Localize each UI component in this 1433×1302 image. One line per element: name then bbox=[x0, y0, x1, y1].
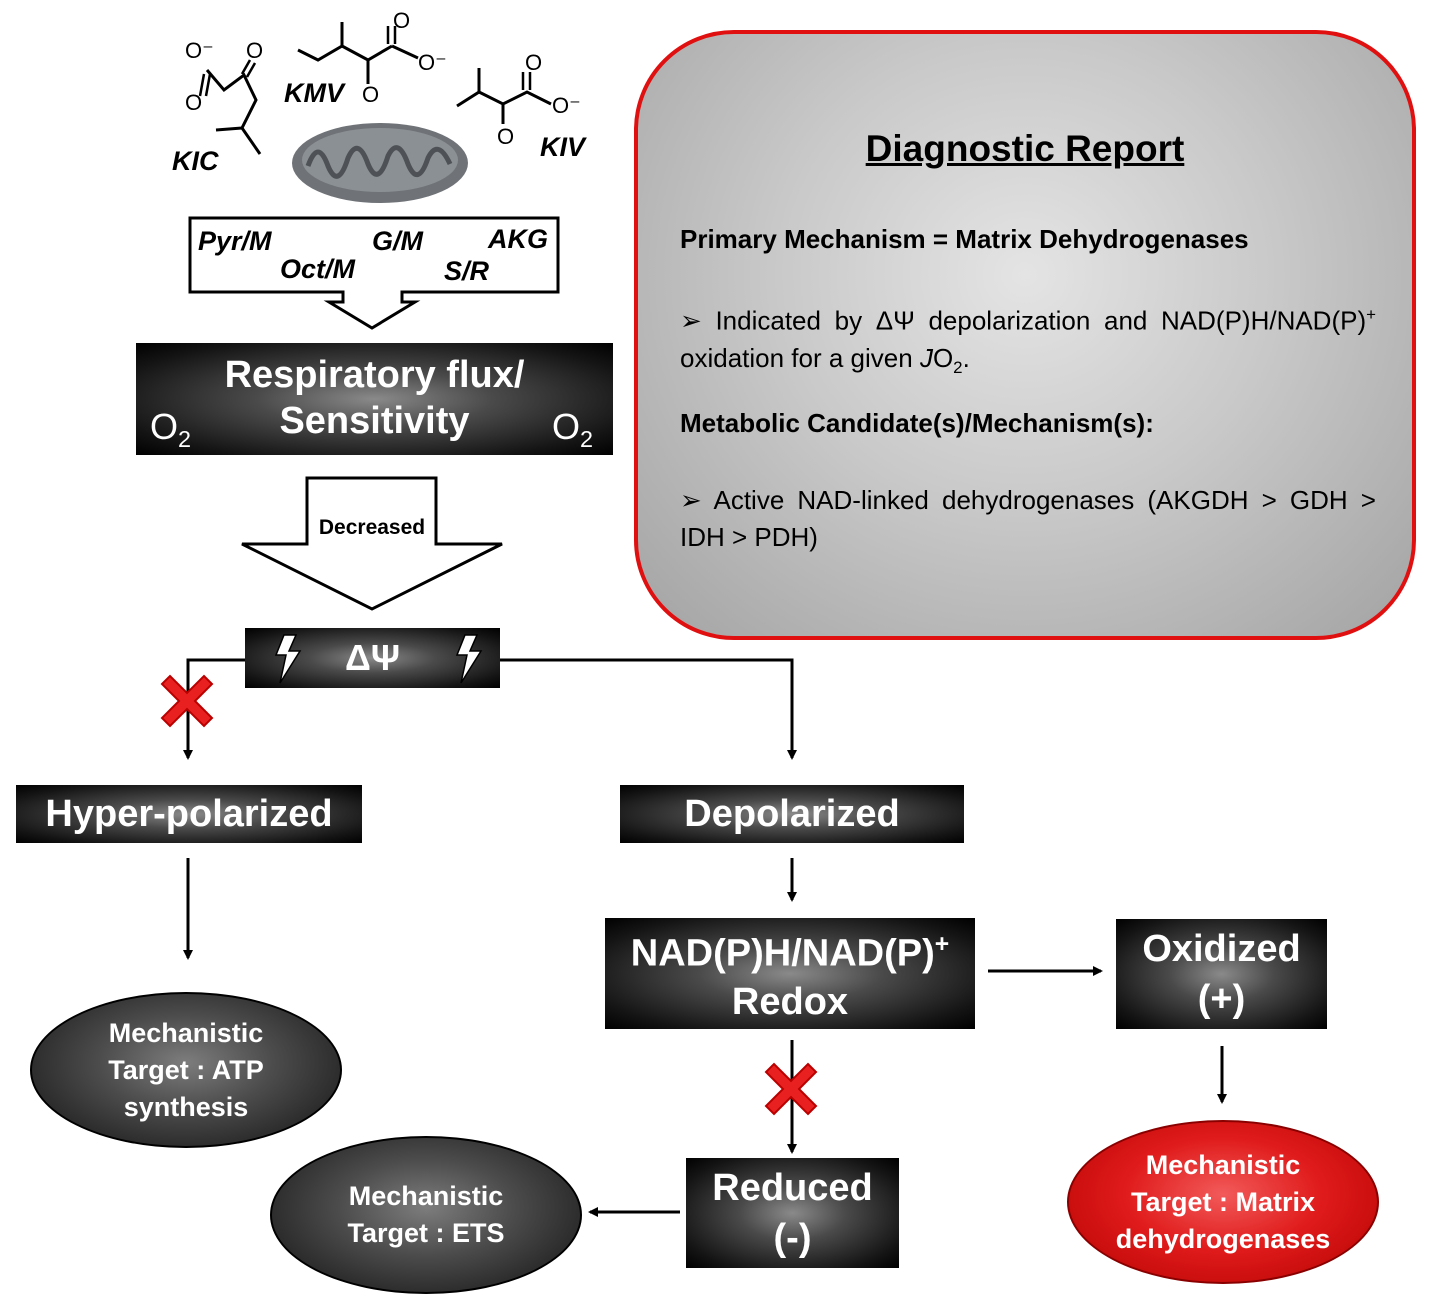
decreased-arrow bbox=[241, 476, 503, 611]
oxidized-box: Oxidized (+) bbox=[1116, 919, 1327, 1029]
psi-right-line bbox=[498, 658, 797, 760]
o2-right: O2 bbox=[552, 406, 594, 453]
blocked-x-icon-right bbox=[764, 1062, 818, 1116]
delta-psi-label: ΔΨ bbox=[344, 637, 400, 678]
report-primary-mechanism: Primary Mechanism = Matrix Dehydrogenase… bbox=[680, 224, 1249, 254]
lightning-icon-right bbox=[455, 634, 483, 684]
hyperpolarized-label: Hyper-polarized bbox=[45, 792, 333, 835]
substrate-arrow bbox=[188, 216, 560, 330]
report-bullet-2: ➢ Active NAD-linked dehydrogenases (AKGD… bbox=[680, 485, 1376, 552]
kiv-oxygen-1: O bbox=[525, 50, 543, 75]
target-atp-oval: Mechanistic Target : ATP synthesis bbox=[30, 992, 342, 1148]
substrate-s-r: S/R bbox=[444, 256, 490, 286]
lightning-icon-left bbox=[274, 634, 302, 684]
target-ets-line2: Target : ETS bbox=[347, 1218, 505, 1248]
kmv-oxygen-1: O bbox=[393, 8, 411, 33]
reduced-box: Reduced (-) bbox=[686, 1158, 899, 1268]
target-matrix-line2: Target : Matrix bbox=[1130, 1186, 1316, 1217]
kmv-label: KMV bbox=[284, 78, 344, 108]
reduced-line1: Reduced bbox=[712, 1167, 873, 1209]
target-matrix-oval: Mechanistic Target : Matrix dehydrogenas… bbox=[1067, 1120, 1379, 1284]
blocked-x-icon-left bbox=[160, 674, 214, 728]
kmv-structure bbox=[297, 22, 419, 84]
hyperpolarized-box: Hyper-polarized bbox=[16, 785, 362, 843]
kic-oxygen-1: O bbox=[246, 38, 264, 63]
respiratory-line2: Sensitivity bbox=[279, 400, 470, 442]
kmv-oxygen-2: O bbox=[362, 82, 380, 107]
oxidized-line1: Oxidized bbox=[1142, 928, 1301, 970]
kic-structure bbox=[198, 59, 262, 155]
depolarized-label: Depolarized bbox=[684, 792, 900, 835]
mitochondrion-icon bbox=[292, 123, 468, 203]
redox-box: NAD(P)H/NAD(P)+ Redox bbox=[605, 918, 975, 1029]
target-ets-line1: Mechanistic bbox=[348, 1181, 504, 1211]
kic-charge: O⁻ bbox=[185, 38, 214, 63]
kic-label: KIC bbox=[172, 146, 219, 176]
kiv-label: KIV bbox=[540, 132, 586, 162]
target-atp-line3: synthesis bbox=[123, 1091, 249, 1122]
depolarized-box: Depolarized bbox=[620, 785, 964, 843]
psi-left-line bbox=[183, 658, 246, 760]
substrate-oct-m: Oct/M bbox=[280, 254, 356, 284]
redox-line1: NAD(P)H/NAD(P)+ bbox=[630, 931, 950, 975]
substrate-pyr-m: Pyr/M bbox=[198, 226, 272, 256]
redox-line2: Redox bbox=[731, 980, 849, 1023]
kiv-structure bbox=[456, 68, 552, 124]
decreased-label: Decreased bbox=[318, 516, 426, 539]
reduced-line2: (-) bbox=[773, 1217, 812, 1259]
substrate-g-m: G/M bbox=[372, 226, 423, 256]
bullet-marker: ➢ bbox=[680, 485, 702, 515]
kmv-charge: O⁻ bbox=[418, 50, 447, 75]
report-bullet-1: ➢ Indicated by ΔΨ depolarization and NAD… bbox=[680, 305, 1376, 377]
o2-left: O2 bbox=[150, 406, 192, 453]
bullet-marker: ➢ bbox=[680, 305, 702, 336]
target-matrix-line1: Mechanistic bbox=[1145, 1149, 1301, 1180]
kiv-charge: O⁻ bbox=[552, 93, 581, 118]
target-atp-line2: Target : ATP bbox=[108, 1054, 264, 1085]
diagnostic-report-panel: Diagnostic Report Primary Mechanism = Ma… bbox=[634, 30, 1416, 640]
report-title: Diagnostic Report bbox=[865, 128, 1185, 169]
respiratory-flux-box: Respiratory flux/ Sensitivity bbox=[136, 343, 613, 455]
respiratory-line1: Respiratory flux/ bbox=[224, 354, 525, 396]
report-candidates-heading: Metabolic Candidate(s)/Mechanism(s): bbox=[680, 408, 1154, 438]
oxidized-line2: (+) bbox=[1197, 978, 1246, 1020]
target-ets-oval: Mechanistic Target : ETS bbox=[270, 1136, 582, 1294]
target-atp-line1: Mechanistic bbox=[108, 1017, 264, 1048]
substrate-akg: AKG bbox=[488, 224, 548, 254]
target-matrix-line3: dehydrogenases bbox=[1115, 1223, 1331, 1254]
kic-oxygen-2: O bbox=[185, 90, 203, 115]
kiv-oxygen-2: O bbox=[497, 124, 515, 149]
